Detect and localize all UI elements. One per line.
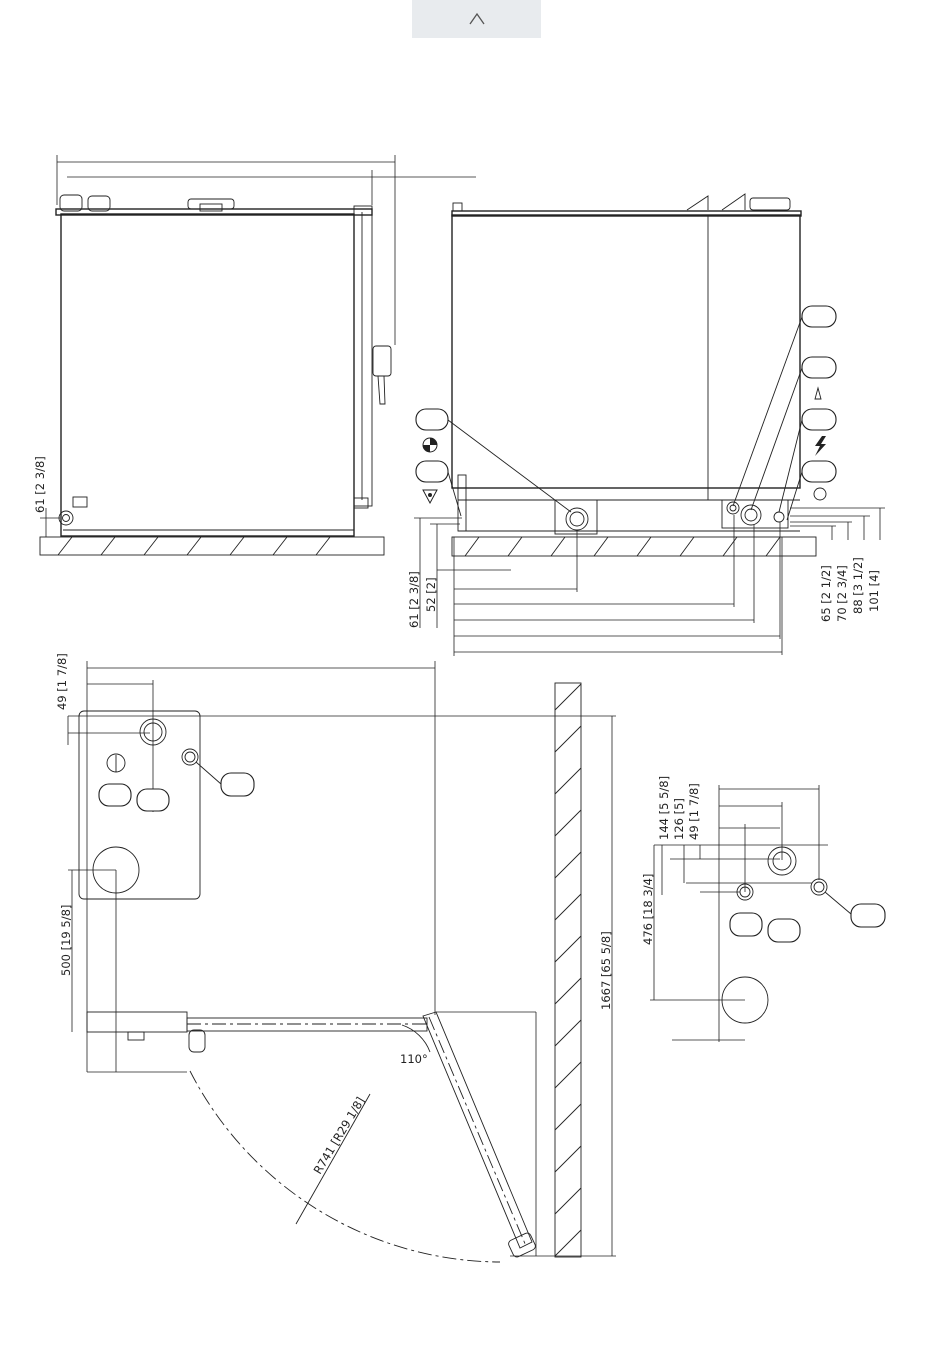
plan-depth-label: 1667 [65 5/8] — [599, 931, 613, 1010]
detail-label-2: 126 [5] — [672, 798, 686, 840]
plan-radius-label: R741 [R29 1/8] — [311, 1094, 368, 1176]
side-right-label-3: 88 [3 1/2] — [851, 557, 865, 614]
circle-icon — [814, 488, 826, 500]
detail-label-4: 476 [18 3/4] — [641, 874, 655, 945]
side-right-label-1: 65 [2 1/2] — [819, 565, 833, 622]
ground-symbol-icon — [423, 438, 437, 452]
front-view: 61 [2 3/8] — [33, 155, 476, 555]
side-right-label-2: 70 [2 3/4] — [835, 565, 849, 622]
plan-side-label: 500 [19 5/8] — [59, 905, 73, 976]
lightning-icon — [815, 436, 826, 456]
plan-top-label: 49 [1 7/8] — [55, 653, 69, 710]
detail-view: 144 [5 5/8] 126 [5] 49 [1 7/8] 476 [18 3… — [641, 776, 885, 1042]
side-left-label-1: 61 [2 3/8] — [407, 571, 421, 628]
side-view: 61 [2 3/8] 52 [2] 65 [2 1/2] 70 [2 3/4] … — [407, 194, 885, 656]
side-left-label-2: 52 [2] — [424, 577, 438, 612]
triangle-up-icon — [815, 388, 821, 399]
side-right-label-4: 101 [4] — [867, 570, 881, 612]
detail-label-1: 144 [5 5/8] — [657, 776, 671, 840]
drain-funnel-icon — [423, 490, 437, 503]
plan-angle-label: 110° — [400, 1052, 428, 1066]
detail-label-3: 49 [1 7/8] — [687, 783, 701, 840]
front-height-label: 61 [2 3/8] — [33, 456, 47, 513]
plan-view: 49 [1 7/8] 500 [19 5/8] R741 [R29 1/8] — [55, 653, 616, 1262]
